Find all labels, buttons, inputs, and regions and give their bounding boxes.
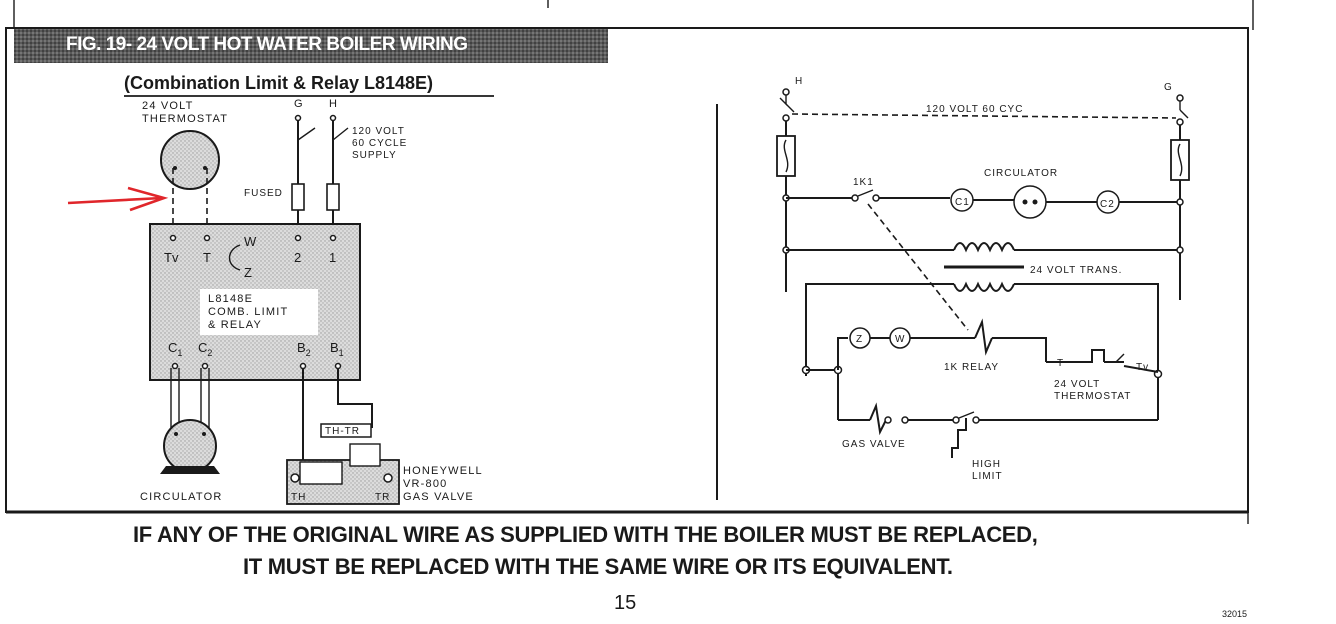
relay-terminal-z: Z	[244, 265, 252, 280]
gas-valve-coil-icon	[869, 402, 887, 436]
thermostat: 24 VOLT THERMOSTAT	[142, 100, 228, 234]
relay-terminal-c2: C2	[198, 340, 212, 358]
circulator-label: CIRCULATOR	[140, 491, 223, 503]
supply-terminal-g: G	[294, 98, 304, 110]
gas-valve-label-line1: HONEYWELL	[403, 465, 483, 477]
fuse-icon	[326, 183, 340, 211]
supply-label-line2: 60 CYCLE	[352, 138, 407, 149]
page-number: 15	[614, 592, 636, 614]
schematic-terminal-h: H	[795, 76, 803, 87]
fused-label: FUSED	[244, 188, 283, 199]
schematic-circ-c1: C1	[955, 197, 970, 208]
schematic-thermostat-label-line1: 24 VOLT	[1054, 379, 1100, 390]
gas-valve-label-line3: GAS VALVE	[403, 491, 474, 503]
relay-terminal-b1: B1	[330, 340, 344, 358]
relay-label-line1: L8148E	[208, 293, 253, 305]
left-diagram: 24 VOLT THERMOSTAT G H 120 VOLT 6	[67, 98, 483, 505]
schematic-circulator-icon	[1013, 185, 1047, 219]
schematic-gas-valve-label: GAS VALVE	[842, 439, 906, 450]
transformer-primary-icon	[953, 242, 1015, 253]
schematic-relay-w: W	[895, 334, 905, 345]
schematic-thermostat-tv: Tv	[1136, 362, 1149, 373]
figure-title: FIG. 19- 24 VOLT HOT WATER BOILER WIRING	[66, 34, 468, 55]
schematic-relay-z: Z	[856, 334, 863, 345]
transformer-secondary-icon	[953, 281, 1015, 292]
relay-terminal-c1: C1	[168, 340, 182, 358]
thermostat-label-line1: 24 VOLT	[142, 100, 194, 112]
supply-terminals: G H 120 VOLT 60 CYCLE SUPPLY	[294, 98, 407, 184]
thermostat-icon	[160, 130, 220, 190]
footer: IF ANY OF THE ORIGINAL WIRE AS SUPPLIED …	[133, 522, 1247, 619]
gas-valve-wiring	[302, 368, 373, 460]
circulator-icon	[163, 419, 217, 473]
circulator: CIRCULATOR	[140, 368, 223, 503]
thermostat-label-line2: THERMOSTAT	[142, 113, 228, 125]
fuses: FUSED	[244, 183, 340, 236]
gas-valve-terminal-tr: TR	[375, 492, 390, 503]
schematic-supply-label: 120 VOLT 60 CYC	[926, 104, 1023, 115]
supply-terminal-h: H	[329, 98, 338, 110]
relay-box: Tv T 2 1 W Z L8148E COMB. LIMIT & RELAY …	[149, 223, 361, 381]
relay-label-line2: COMB. LIMIT	[208, 306, 288, 318]
schematic-transformer-label: 24 VOLT TRANS.	[1030, 265, 1122, 276]
document-code: 32015	[1222, 609, 1247, 619]
footer-line1: IF ANY OF THE ORIGINAL WIRE AS SUPPLIED …	[133, 522, 1038, 547]
schematic-thermostat-label-line2: THERMOSTAT	[1054, 391, 1131, 402]
supply-label-line3: SUPPLY	[352, 150, 397, 161]
supply-label-line1: 120 VOLT	[352, 126, 405, 137]
relay-terminal-w: W	[244, 234, 257, 249]
high-limit-icon	[951, 418, 967, 458]
schematic-circ-c2: C2	[1100, 199, 1115, 210]
relay-terminal-2: 2	[294, 250, 301, 265]
footer-line2: IT MUST BE REPLACED WITH THE SAME WIRE O…	[243, 554, 953, 579]
figure-subtitle: (Combination Limit & Relay L8148E)	[124, 73, 433, 93]
relay-terminal-tv: Tv	[164, 250, 179, 265]
relay-terminal-b2: B2	[297, 340, 311, 358]
relay-coil-icon	[974, 318, 993, 356]
gas-valve-terminal-th-tr: TH-TR	[325, 426, 360, 437]
right-diagram: H G 120 VOLT 60 CYC 1K1 C1	[776, 76, 1190, 482]
schematic-high-limit-line2: LIMIT	[972, 471, 1003, 482]
page-frame	[5, 0, 1254, 524]
schematic-high-limit-line1: HIGH	[972, 459, 1001, 470]
schematic-relay-label: 1K RELAY	[944, 362, 999, 373]
schematic-thermostat-t: T	[1057, 358, 1064, 369]
fuse-icon	[291, 183, 305, 211]
relay-terminal-1: 1	[329, 250, 336, 265]
relay-label-line3: & RELAY	[208, 319, 262, 331]
schematic-contact-label: 1K1	[853, 177, 874, 188]
annotation-arrow-icon	[67, 186, 169, 212]
gas-valve-terminal-th: TH	[291, 492, 306, 503]
gas-valve-label-line2: VR-800	[403, 478, 448, 490]
figure-title-band: FIG. 19- 24 VOLT HOT WATER BOILER WIRING	[14, 29, 608, 63]
schematic-circulator-label: CIRCULATOR	[984, 168, 1058, 179]
gas-valve: TH-TR TH TR HONEYWELL VR-800 GAS VALVE	[286, 423, 483, 505]
relay-terminal-t: T	[203, 250, 211, 265]
schematic-terminal-g: G	[1164, 82, 1173, 93]
